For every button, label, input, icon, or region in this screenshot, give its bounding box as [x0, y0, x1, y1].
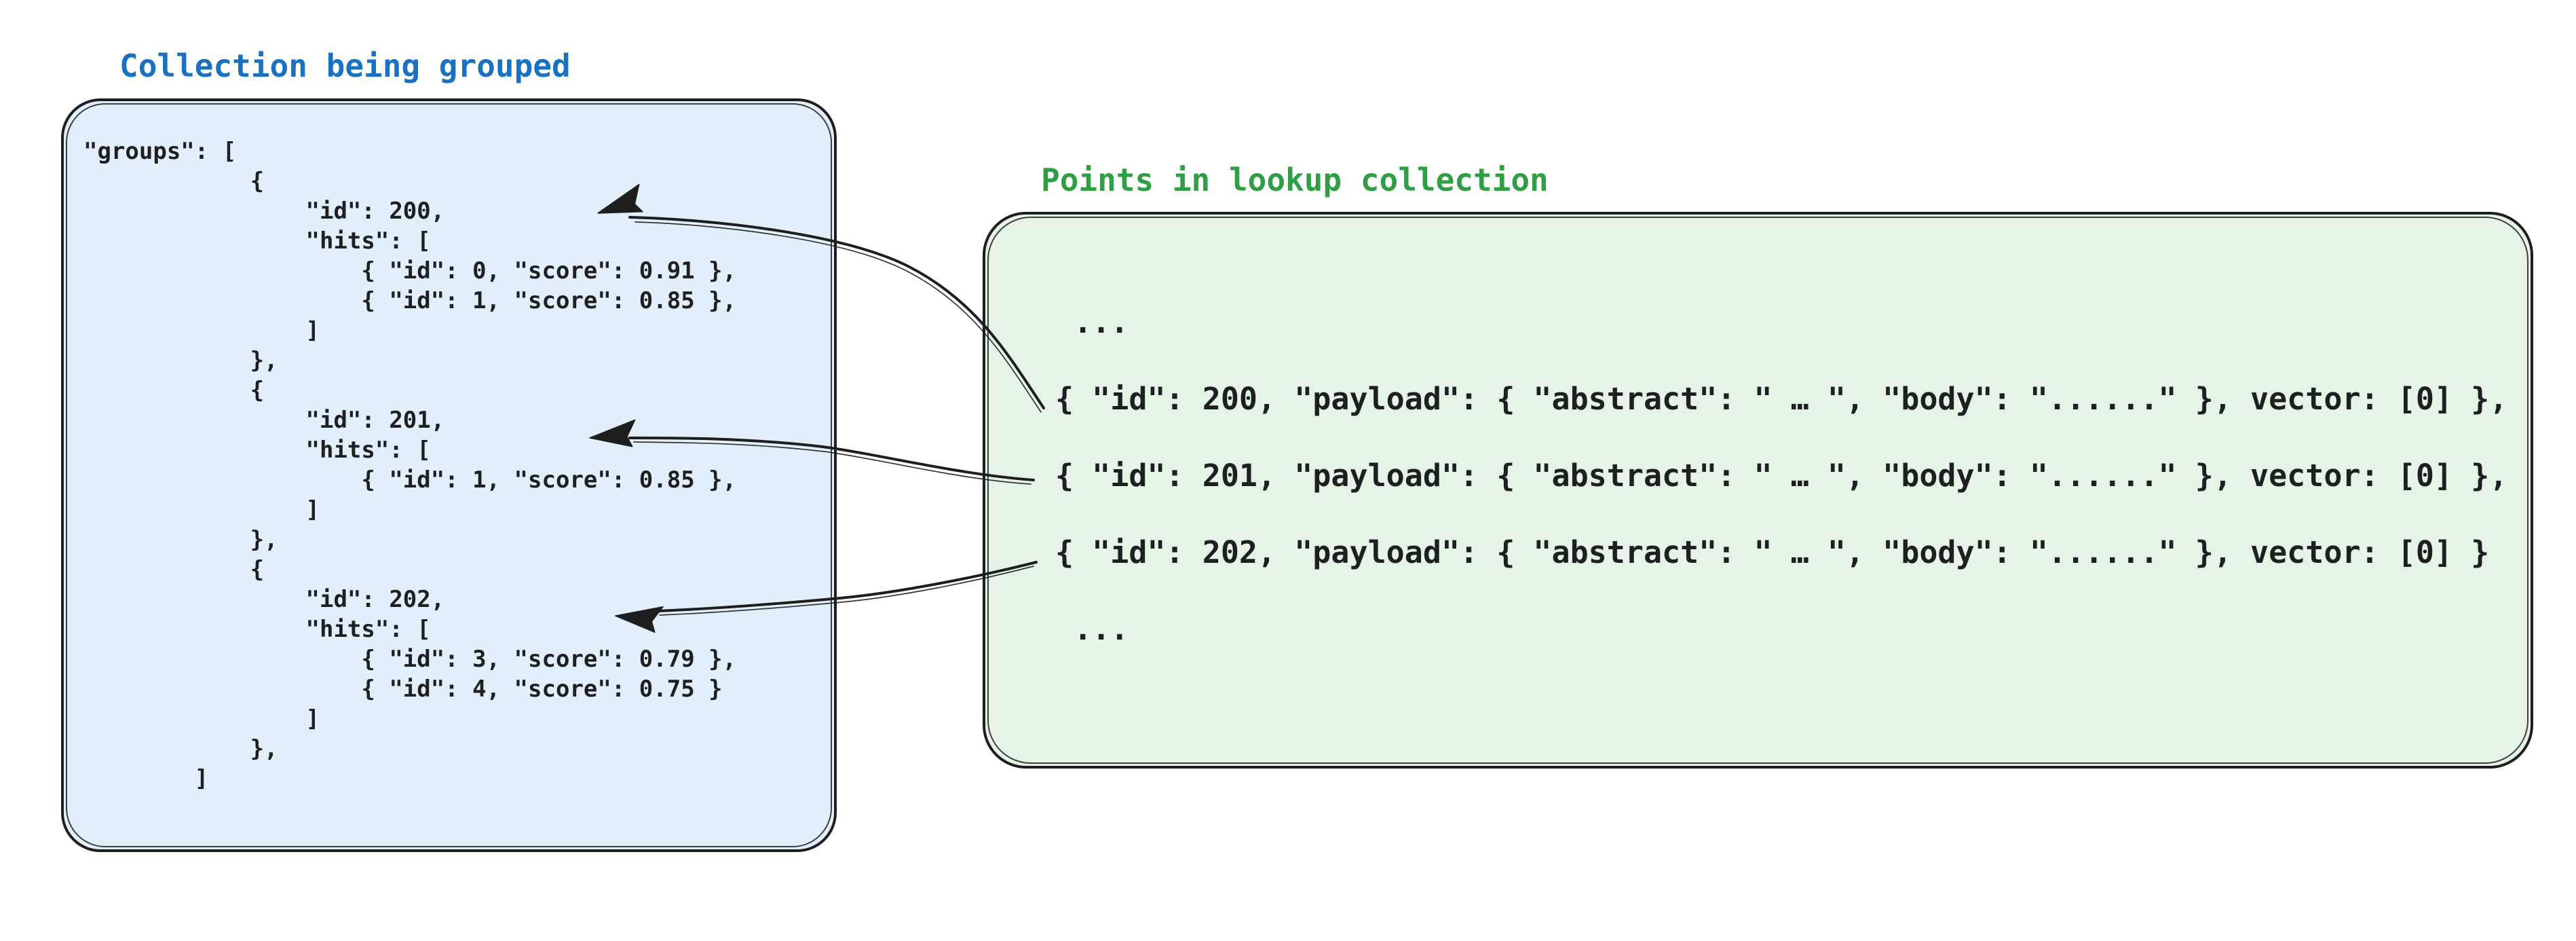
lookup-collection-box: ... { "id": 200, "payload": { "abstract"…	[983, 212, 2533, 769]
grouped-collection-title: Collection being grouped	[119, 48, 571, 84]
lookup-collection-code: ... { "id": 200, "payload": { "abstract"…	[1055, 304, 2508, 647]
grouped-collection-code: "groups": [ { "id": 200, "hits": [ { "id…	[83, 138, 737, 792]
grouped-collection-box: "groups": [ { "id": 200, "hits": [ { "id…	[61, 98, 837, 852]
lookup-collection-title: Points in lookup collection	[1041, 162, 1549, 198]
